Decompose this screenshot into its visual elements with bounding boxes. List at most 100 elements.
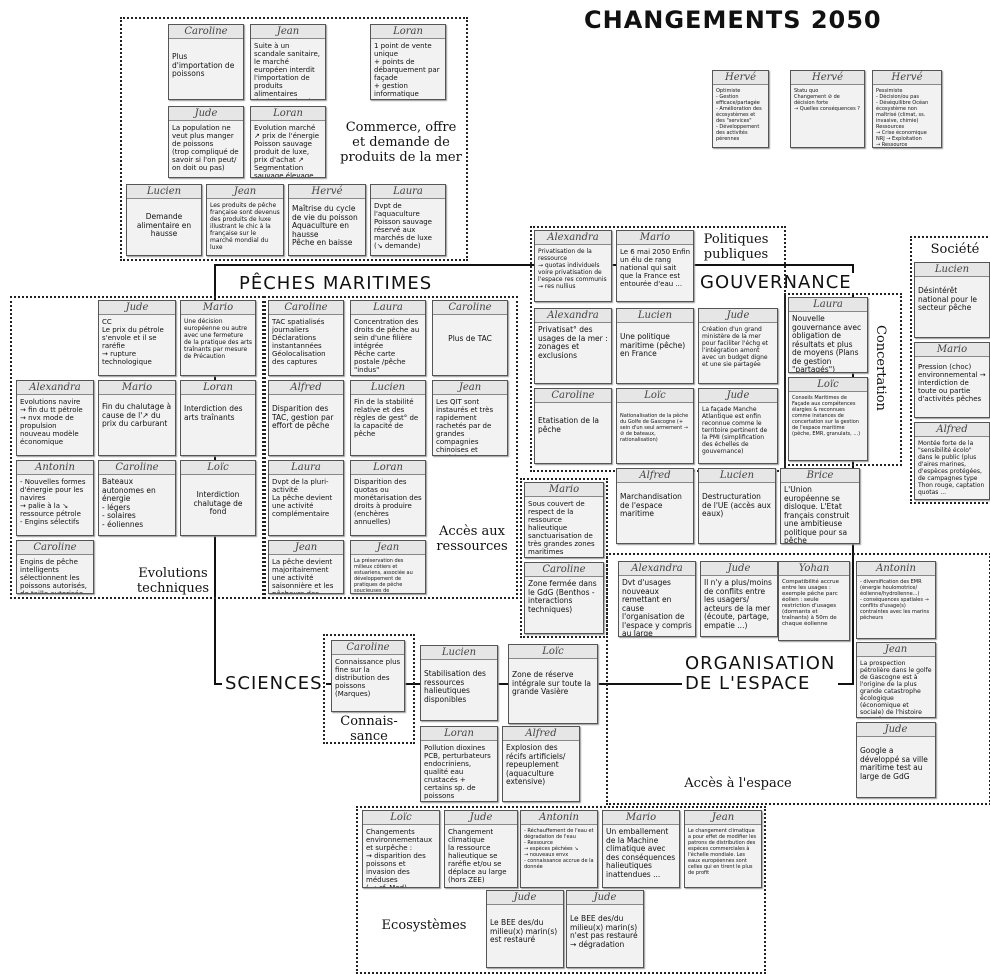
card-text: Les QIT sont instaurés et très rapidemen… <box>436 398 494 455</box>
zone-title-acces-ressources: Accès aux ressources <box>436 524 508 554</box>
card-text: Statu quo Changement ⊘ de décision forte… <box>794 88 860 112</box>
card-text: Privatisat° des usages de la mer : zonag… <box>538 325 608 360</box>
scenario-card-optimiste: Hervé Optimiste - Gestion efficace/parta… <box>712 70 769 148</box>
card-text: La pêche devient majoritairement une act… <box>272 558 334 594</box>
card-text: Le BEE des/du milieu(x) marin(s) n'est p… <box>570 914 638 949</box>
card-text: Destructuration de l'UE (accès aux eaux) <box>702 492 771 518</box>
card-text: Nationalisation de la pêche du Golfe de … <box>620 413 689 443</box>
zone-evolutions <box>10 296 264 599</box>
idea-card: Mario Le 6 mai 2050 Enfin un élu de rang … <box>616 230 694 302</box>
zone-title-connaissance: Connais- sance <box>340 714 398 744</box>
axis-label-gouvernance: GOUVERNANCE <box>697 273 855 293</box>
zone-title-societe: Société <box>930 242 980 257</box>
card-author: Loran <box>371 25 445 39</box>
card-text: La population ne veut plus manger de poi… <box>172 124 239 172</box>
zone-societe <box>910 236 990 504</box>
card-author: Alexandra <box>619 562 695 576</box>
card-text: Marchandisation de l'espace maritime <box>620 492 682 518</box>
card-text: Pessimiste - Décision/ou pas - Déséquili… <box>876 88 929 148</box>
card-text: Une politique maritime (pêche) en France <box>620 332 686 358</box>
card-text: Concentration des droits de pêche au sei… <box>354 318 420 374</box>
card-text: Nouvelle gouvernance avec obligation de … <box>792 314 862 373</box>
idea-card: Antonin- Réchauffement de l'eau et dégra… <box>520 810 598 888</box>
zone-title-commerce: Commerce, offre et demande de produits d… <box>340 120 462 165</box>
card-text: Optimiste - Gestion efficace/partagée - … <box>716 88 762 142</box>
card-text: L'Union européenne se disloque. L'Etat f… <box>784 485 850 544</box>
card-author: Antonin <box>521 811 597 825</box>
card-text: Pollution dioxines PCB, perturbateurs en… <box>424 744 491 800</box>
card-text: Compatibilité accrue entre les usages : … <box>782 579 840 627</box>
card-author: Lucien <box>915 263 989 277</box>
card-text: Fin de la stabilité relative et des règl… <box>354 398 419 438</box>
card-text: - Nouvelles formes d'énergie pour les na… <box>20 478 86 526</box>
card-author: Alexandra <box>535 231 611 245</box>
zone-title-politiques: Politiques publiques <box>703 232 769 262</box>
card-text: Désintérêt national pour le secteur pêch… <box>918 286 978 312</box>
card-text: Maîtrise du cycle de vie du poisson Aqua… <box>292 204 358 247</box>
card-text: Evolutions navire → fin du tt pétrole → … <box>20 398 83 446</box>
axis-label-organisation: ORGANISATION DE L'ESPACE <box>682 654 839 694</box>
card-text: Les produits de pêche française sont dev… <box>210 202 280 251</box>
card-text: Le changement climatique a pour effet de… <box>688 828 757 876</box>
card-text: Explosion des récifs artificiels/ repeup… <box>506 743 566 786</box>
card-author: Alfred <box>915 423 989 437</box>
card-text: Le 6 mai 2050 Enfin un élu de rang natio… <box>620 248 691 288</box>
axis-label-sciences: SCIENCES <box>222 674 326 694</box>
card-author: Laura <box>351 301 425 315</box>
card-text: Il n'y a plus/moins de conflits entre le… <box>704 578 772 630</box>
zone-title-acces-espace: Accès à l'espace <box>684 776 792 791</box>
card-author: Brice <box>781 469 859 483</box>
card-text: Disparition des TAC, gestion par effort … <box>272 404 334 430</box>
card-author: Mario <box>915 343 989 357</box>
card-author: Mario <box>525 483 603 497</box>
card-author: Caroline <box>169 25 243 39</box>
card-author: Jean <box>857 643 935 657</box>
card-text: La prospection pétrolière dans le golfe … <box>860 660 932 717</box>
card-author: Antonin <box>17 461 93 475</box>
card-author: Jean <box>207 185 283 199</box>
card-text: Google a développé sa ville maritime tes… <box>860 746 928 781</box>
card-author: Jude <box>699 389 777 403</box>
zone-connaissance <box>323 634 415 744</box>
card-author: Loran <box>421 727 497 741</box>
card-author: Alfred <box>503 727 579 741</box>
card-author: Antonin <box>857 562 935 576</box>
card-author: Mario <box>617 231 693 245</box>
card-author: Loïc <box>617 389 693 403</box>
idea-card: Jean La prospection pétrolière dans le go… <box>856 642 936 718</box>
card-text: Connaissance plus fine sur la distributi… <box>335 658 401 698</box>
card-author: Hervé <box>289 185 365 199</box>
card-author: Caroline <box>269 301 343 315</box>
card-text: Un emballement de la Machine climatique … <box>606 827 676 879</box>
card-author: Laura <box>269 461 343 475</box>
idea-card: Antonin- diversification des EMR (énergi… <box>856 561 936 639</box>
card-author: Loïc <box>181 461 255 475</box>
scenario-card-statu-quo: Hervé Statu quo Changement ⊘ de décision… <box>790 70 865 148</box>
